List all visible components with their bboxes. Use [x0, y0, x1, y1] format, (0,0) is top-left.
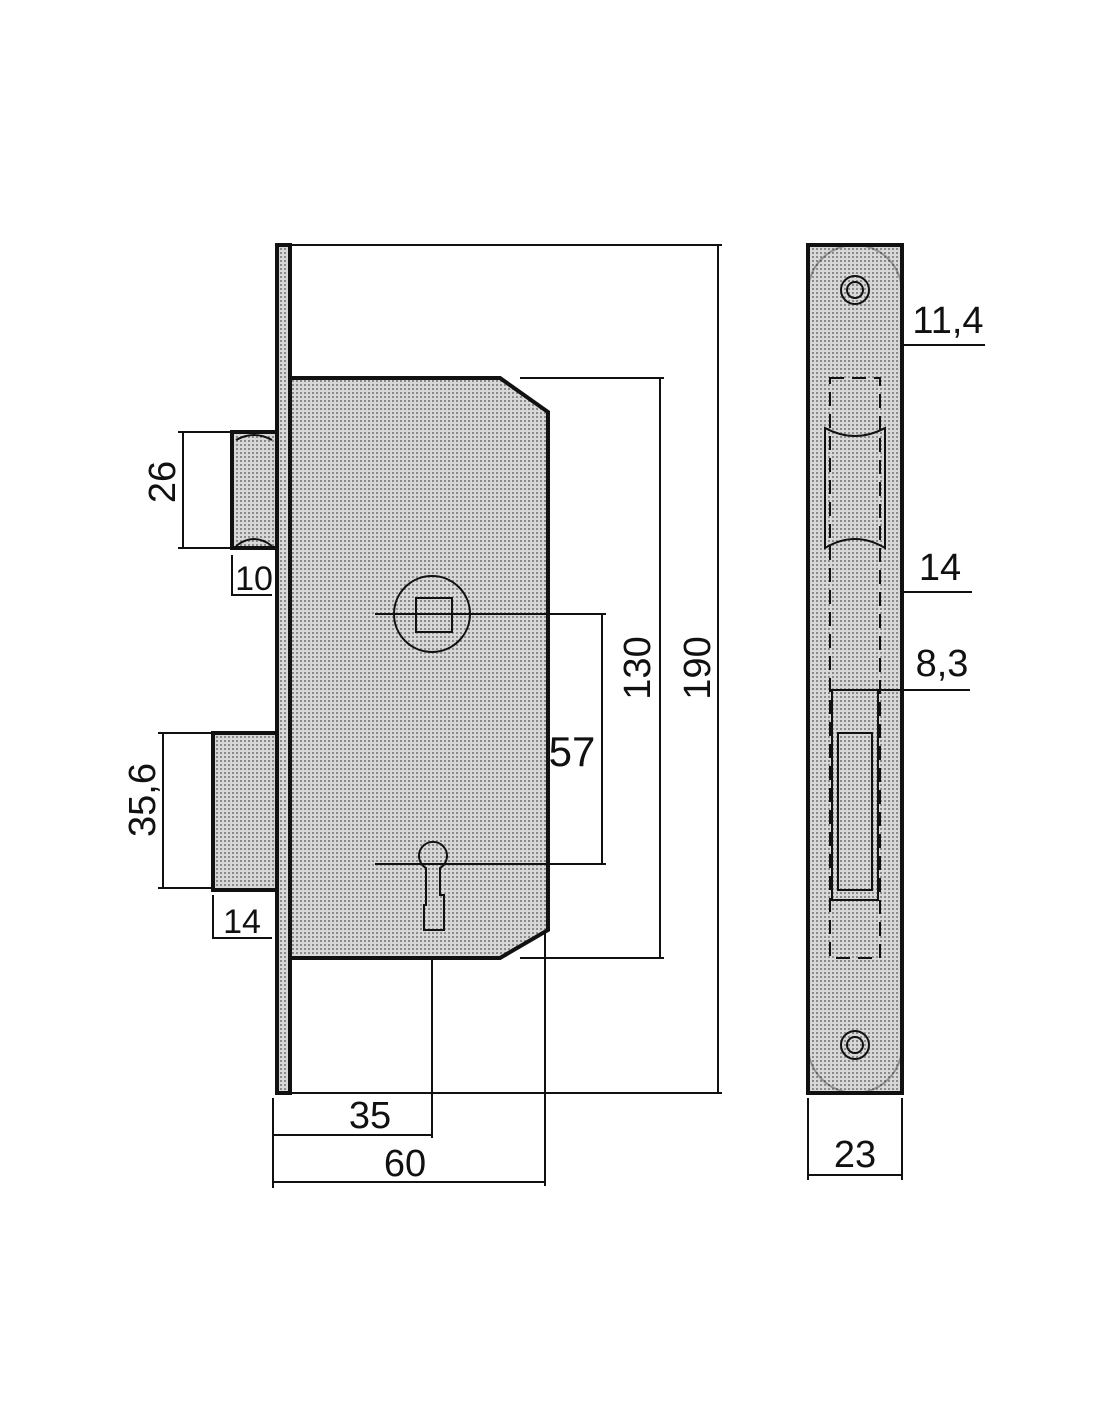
dim-strike-lower: 8,3 — [916, 643, 969, 685]
dim-deadbolt-height: 35,6 — [122, 763, 164, 837]
dim-case-depth: 60 — [384, 1143, 426, 1185]
dim-handle-to-key: 57 — [549, 728, 596, 775]
deadbolt-opening — [837, 732, 873, 891]
deadbolt — [211, 731, 279, 892]
latch-bolt — [230, 430, 279, 550]
dimension-lines — [158, 244, 722, 1188]
keyhole — [418, 840, 448, 931]
dim-latch-height: 26 — [142, 461, 184, 503]
lock-case — [288, 376, 550, 960]
dim-case-height: 130 — [617, 636, 659, 699]
dim-strike-mid: 14 — [919, 547, 961, 589]
screw-hole-icon — [840, 275, 870, 305]
screw-hole-icon — [840, 1030, 870, 1060]
faceplate-front-view — [806, 243, 904, 1095]
dim-faceplate-width: 23 — [834, 1134, 876, 1176]
dim-backset: 35 — [349, 1095, 391, 1137]
dim-faceplate-height: 190 — [677, 636, 719, 699]
latch-opening — [824, 426, 886, 550]
dim-latch-projection: 10 — [235, 560, 273, 598]
dim-strike-top: 11,4 — [912, 300, 983, 342]
dim-deadbolt-projection: 14 — [223, 903, 261, 941]
faceplate-dimension-lines — [807, 344, 985, 1180]
